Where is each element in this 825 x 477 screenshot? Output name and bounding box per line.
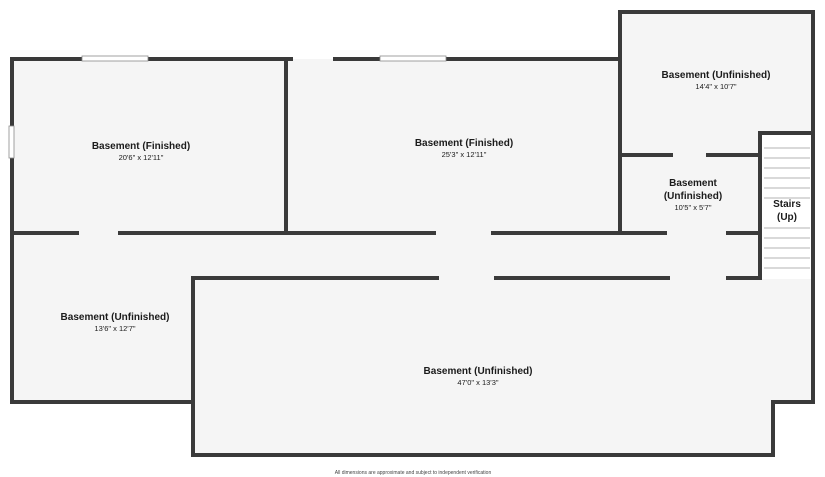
room-name-unfinished-main: Basement (Unfinished) xyxy=(424,366,533,377)
room-dims-finished-west: 20'6" x 12'11" xyxy=(119,153,164,162)
walls xyxy=(10,10,815,457)
window-top-center xyxy=(379,55,447,62)
stairs-label-line2: (Up) xyxy=(777,212,797,223)
room-name-finished-center: Basement (Finished) xyxy=(415,138,513,149)
room-name-unfinished-northeast: Basement (Unfinished) xyxy=(662,70,771,81)
room-name-unfinished-small-line2: (Unfinished) xyxy=(664,191,722,202)
stairs-label-line1: Stairs xyxy=(773,199,801,210)
room-name-unfinished-west: Basement (Unfinished) xyxy=(61,312,170,323)
room-labels: Basement (Finished) 20'6" x 12'11" Basem… xyxy=(61,70,802,476)
windows xyxy=(8,55,447,159)
room-dims-unfinished-small: 10'5" x 5'7" xyxy=(675,203,712,212)
window-top-west xyxy=(81,55,149,62)
room-dims-unfinished-west: 13'6" x 12'7" xyxy=(94,324,135,333)
room-name-finished-west: Basement (Finished) xyxy=(92,141,190,152)
room-dims-unfinished-main: 47'0" x 13'3" xyxy=(457,378,498,387)
room-dims-unfinished-northeast: 14'4" x 10'7" xyxy=(695,82,736,91)
disclaimer-footnote: All dimensions are approximate and subje… xyxy=(335,470,492,476)
room-name-unfinished-small-line1: Basement xyxy=(669,178,717,189)
window-west xyxy=(8,125,15,159)
room-dims-finished-center: 25'3" x 12'11" xyxy=(442,150,487,159)
stairs-treads xyxy=(762,135,812,279)
